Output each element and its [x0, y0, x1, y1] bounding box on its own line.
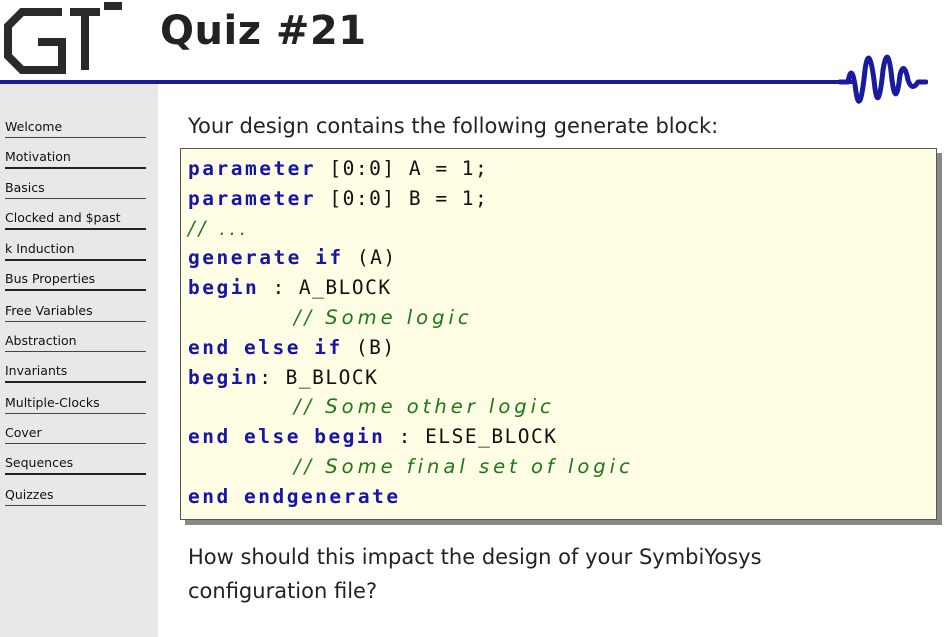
sidebar-item-free-variables[interactable]: Free Variables: [5, 300, 146, 322]
code-listing: parameter [0:0] A = 1; parameter [0:0] B…: [188, 157, 634, 508]
sidebar-item-welcome[interactable]: Welcome: [5, 116, 146, 138]
sidebar-item-motivation[interactable]: Motivation: [5, 147, 146, 169]
sidebar-item-basics[interactable]: Basics: [5, 177, 146, 199]
sidebar-item-abstraction[interactable]: Abstraction: [5, 330, 146, 352]
sidebar-item-multiple-clocks[interactable]: Multiple-Clocks: [5, 392, 146, 414]
question-text: How should this impact the design of you…: [188, 545, 762, 603]
sidebar-item-invariants[interactable]: Invariants: [5, 361, 146, 383]
code-block: [180, 148, 937, 520]
sidebar-item-bus-properties[interactable]: Bus Properties: [5, 269, 146, 291]
sidebar-item-k-induction[interactable]: k Induction: [5, 239, 146, 261]
sidebar-item-cover[interactable]: Cover: [5, 422, 146, 444]
sidebar-item-clocked-and-past[interactable]: Clocked and $past: [5, 208, 146, 230]
gt-logo: [4, 2, 122, 74]
sidebar-item-sequences[interactable]: Sequences: [5, 453, 146, 475]
sidebar-item-quizzes[interactable]: Quizzes: [5, 484, 146, 506]
sidebar: Welcome Motivation Basics Clocked and $p…: [0, 84, 158, 637]
title-rule: [0, 80, 855, 84]
waveform-icon: [838, 54, 928, 104]
page-title: Quiz #21: [160, 8, 367, 54]
intro-text: Your design contains the following gener…: [188, 114, 719, 138]
